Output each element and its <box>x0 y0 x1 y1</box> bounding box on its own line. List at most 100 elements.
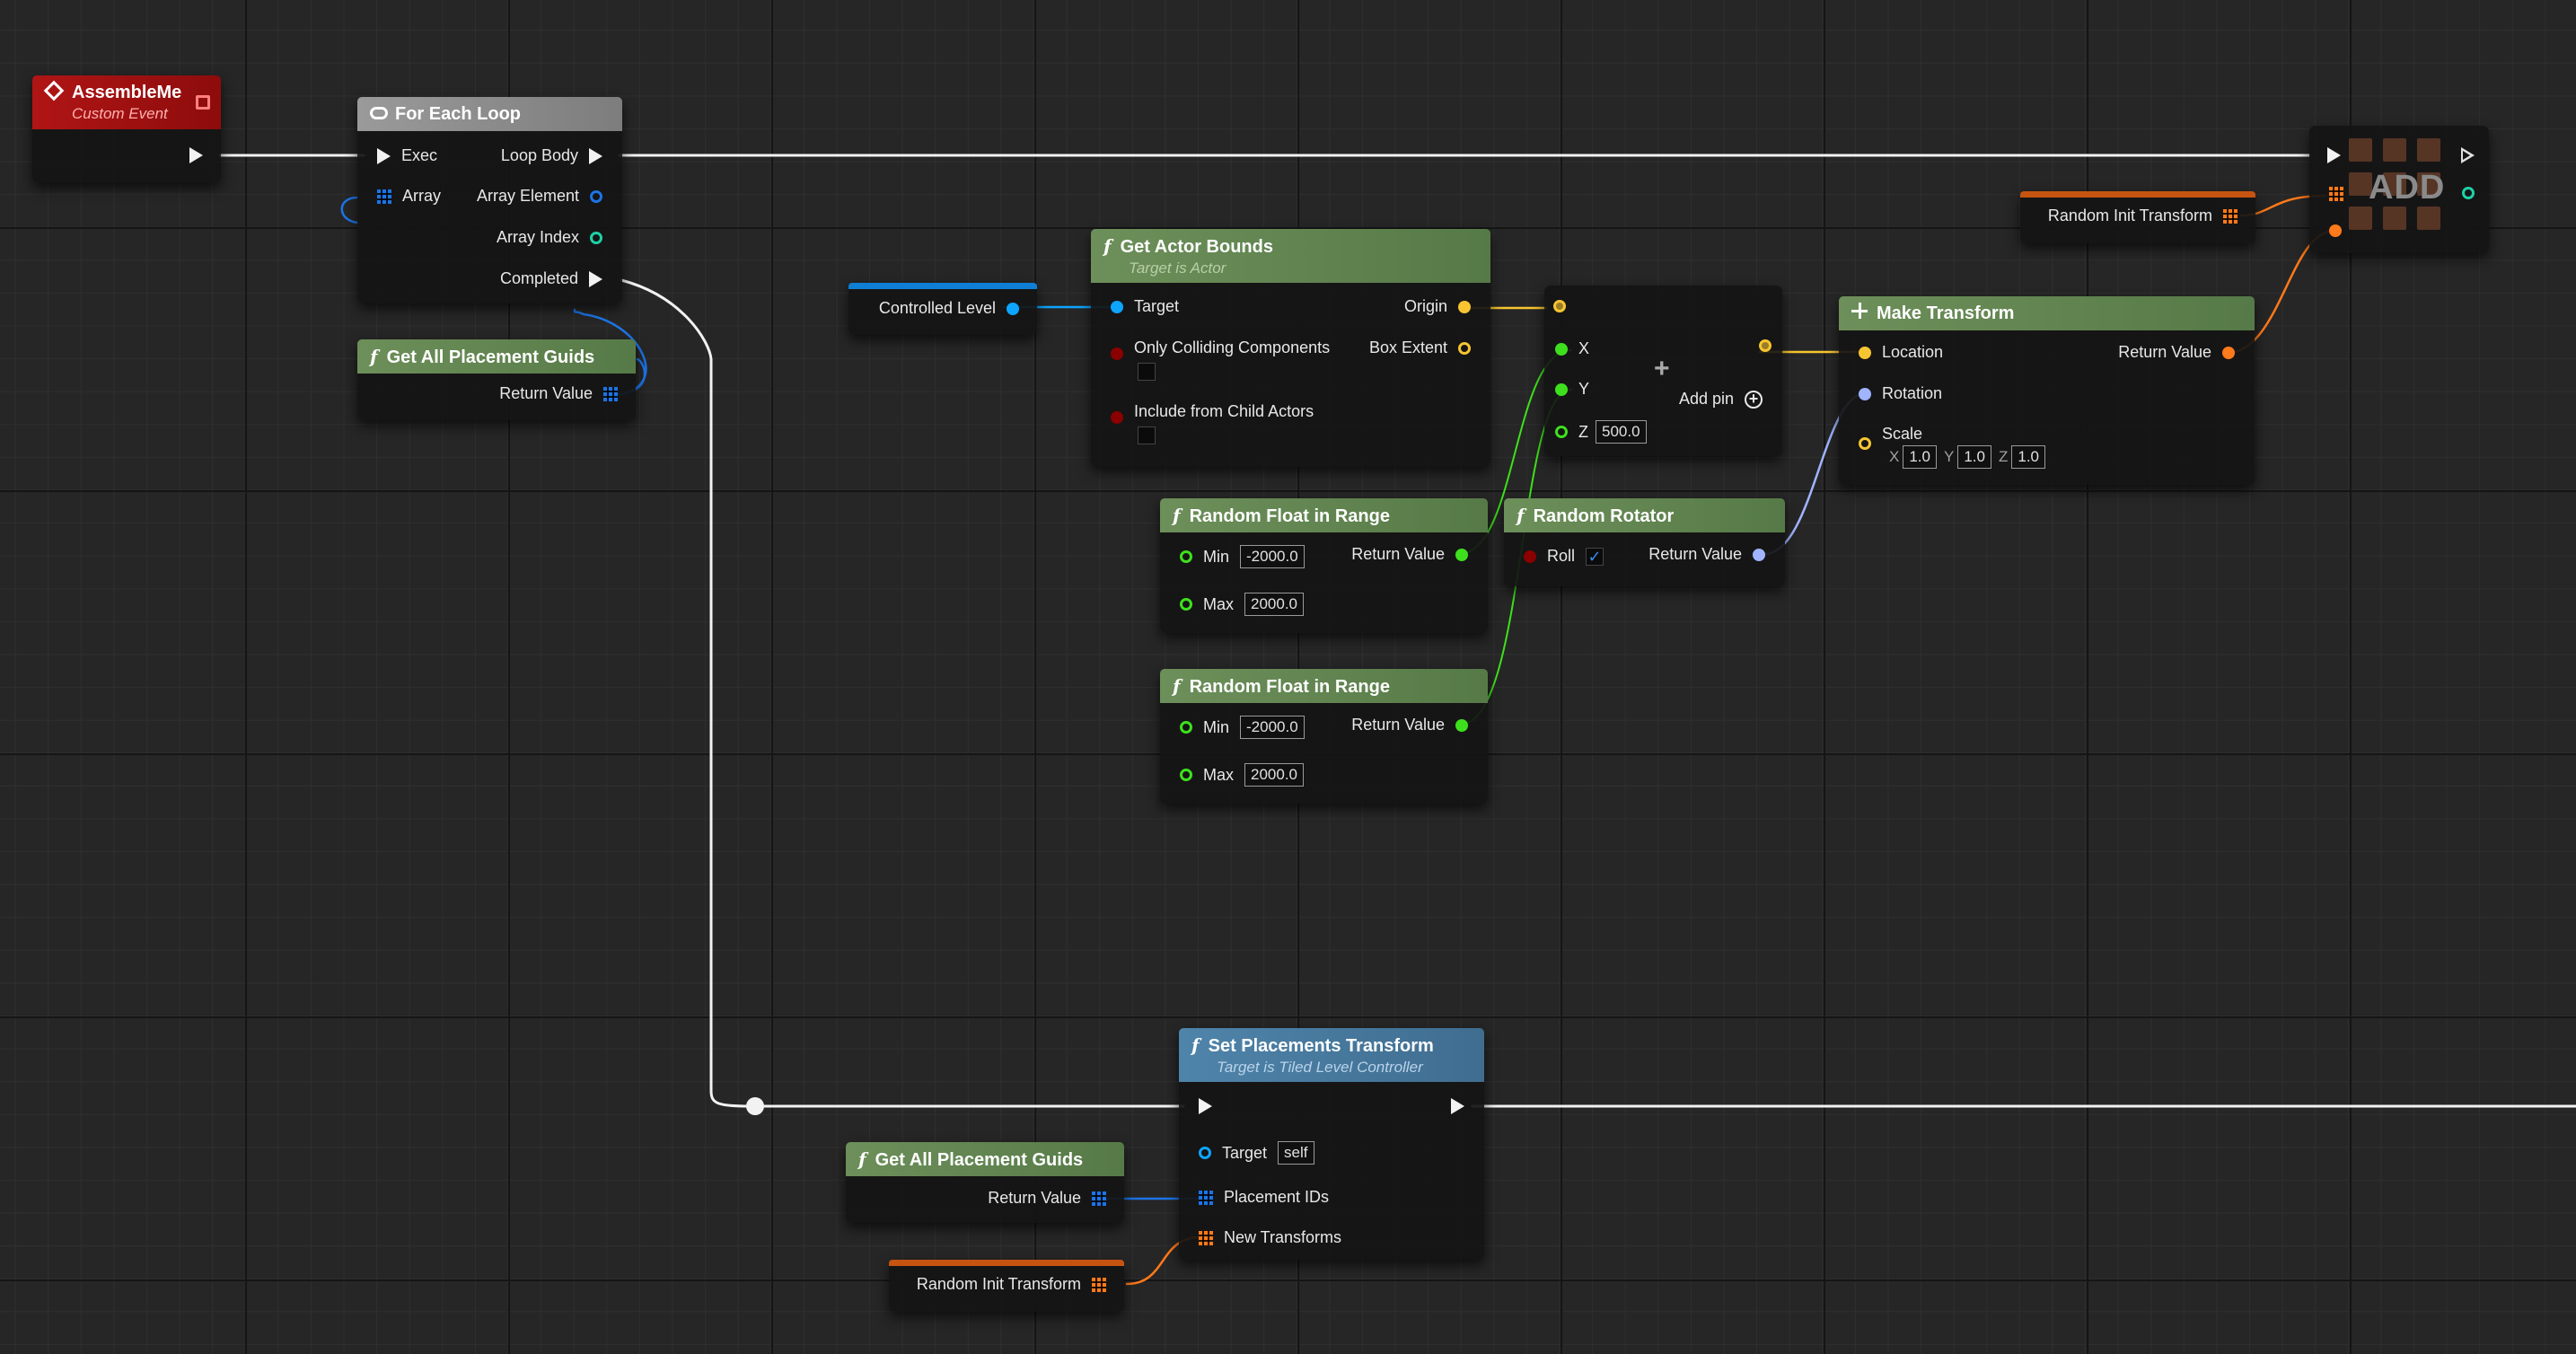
float-pin-icon <box>1555 426 1568 438</box>
custom-event-node[interactable]: AssembleMe Custom Event <box>32 75 221 183</box>
vector-add-in-a[interactable] <box>1553 300 1566 312</box>
actor-bounds-target-in[interactable]: Target <box>1111 297 1179 316</box>
array-pin-icon <box>1199 1190 1213 1205</box>
random-float-2-max-in[interactable]: Max 2000.0 <box>1180 763 1305 787</box>
random-float-2-max-label: Max <box>1203 765 1235 784</box>
scale-y-value[interactable]: 1.0 <box>1957 445 1991 469</box>
roll-checkbox[interactable]: ✓ <box>1586 547 1605 566</box>
scale-x-value[interactable]: 1.0 <box>1903 445 1937 469</box>
make-transform-return[interactable]: Return Value <box>2118 343 2235 362</box>
actor-bounds-box-extent-out[interactable]: Box Extent <box>1369 338 1471 357</box>
vector-add-node[interactable]: X Y Z 500.0 + Add pin+ <box>1544 286 1782 456</box>
array-add-exec-in[interactable] <box>2327 147 2341 163</box>
set-placements-target-value[interactable]: self <box>1278 1141 1314 1165</box>
array-pin-icon <box>2329 187 2343 201</box>
make-transform-node[interactable]: Make Transform Location Rotation Scale X… <box>1839 296 2255 485</box>
array-add-item-in[interactable] <box>2329 224 2342 237</box>
event-exec-out[interactable] <box>189 147 203 163</box>
random-init-transform-bottom-out[interactable]: Random Init Transform <box>917 1275 1106 1294</box>
controlled-level-variable[interactable]: Controlled Level <box>848 283 1037 335</box>
random-float-2-return-label: Return Value <box>1351 716 1445 734</box>
plus-icon: + <box>1654 354 1670 383</box>
random-init-transform-top-variable[interactable]: Random Init Transform <box>2020 191 2255 243</box>
vector-z-label: Z <box>1578 422 1588 441</box>
vector-add-out[interactable] <box>1759 339 1772 352</box>
reroute-node[interactable] <box>746 1097 764 1115</box>
array-pin-icon <box>1092 1191 1106 1206</box>
set-placements-exec-in[interactable] <box>1199 1098 1212 1114</box>
loop-array-in[interactable]: Array <box>377 187 441 206</box>
set-placements-transforms-in[interactable]: New Transforms <box>1199 1228 1341 1247</box>
variable-color-bar <box>848 283 1037 289</box>
loop-completed-out[interactable]: Completed <box>500 269 602 288</box>
only-colliding-in[interactable]: Only Colliding Components <box>1111 338 1330 385</box>
bool-pin-icon <box>1524 550 1536 563</box>
random-float-1-min-value[interactable]: -2000.0 <box>1240 545 1305 568</box>
guids-top-return[interactable]: Return Value <box>499 384 618 403</box>
controlled-level-out[interactable]: Controlled Level <box>879 299 1019 318</box>
set-placements-ids-in[interactable]: Placement IDs <box>1199 1188 1329 1207</box>
loop-array-element-out[interactable]: Array Element <box>477 187 602 206</box>
random-float-1-return[interactable]: Return Value <box>1351 545 1468 564</box>
array-add-index-out[interactable] <box>2462 187 2475 199</box>
only-colliding-checkbox[interactable] <box>1138 363 1156 381</box>
vector-y-in[interactable]: Y <box>1555 380 1589 399</box>
set-placements-subtitle: Target is Tiled Level Controller <box>1217 1058 1423 1076</box>
int-pin-icon <box>590 231 602 244</box>
loop-icon <box>370 106 388 119</box>
random-float-2-min-in[interactable]: Min-2000.0 <box>1180 716 1305 739</box>
include-child-checkbox[interactable] <box>1138 426 1156 444</box>
vector-x-in[interactable]: X <box>1555 339 1589 358</box>
for-each-loop-node[interactable]: For Each Loop Exec Array Loop Body Array… <box>357 97 622 303</box>
vector-z-value[interactable]: 500.0 <box>1596 420 1647 444</box>
random-rotator-roll-in[interactable]: Roll✓ <box>1524 547 1605 566</box>
set-placements-exec-out[interactable] <box>1451 1098 1464 1114</box>
scale-z-value[interactable]: 1.0 <box>2011 445 2045 469</box>
actor-bounds-title: Get Actor Bounds <box>1120 236 1273 257</box>
make-transform-rotation-in[interactable]: Rotation <box>1859 384 1942 403</box>
exec-in-icon <box>2327 147 2341 163</box>
random-float-2-max-value[interactable]: 2000.0 <box>1244 763 1305 787</box>
array-icon-cell <box>2383 207 2406 230</box>
only-colliding-label: Only Colliding Components <box>1134 338 1331 356</box>
random-init-transform-top-out[interactable]: Random Init Transform <box>2048 207 2238 225</box>
array-icon-cell <box>2417 138 2440 162</box>
random-float-1-min-in[interactable]: Min-2000.0 <box>1180 545 1305 568</box>
array-add-target-in[interactable] <box>2329 187 2343 201</box>
delegate-pin-icon[interactable] <box>196 95 210 110</box>
controlled-level-label: Controlled Level <box>878 299 996 317</box>
array-add-node[interactable]: ADD <box>2309 126 2489 253</box>
array-pin-icon <box>1199 1230 1213 1245</box>
random-rotator-return[interactable]: Return Value <box>1648 545 1765 564</box>
loop-array-index-out[interactable]: Array Index <box>497 228 602 247</box>
add-pin-button[interactable]: Add pin+ <box>1679 390 1763 409</box>
random-float-2-title: Random Float in Range <box>1189 676 1390 697</box>
include-child-in[interactable]: Include from Child Actors <box>1111 402 1314 449</box>
loop-body-out[interactable]: Loop Body <box>501 146 602 165</box>
vector-z-in[interactable]: Z 500.0 <box>1555 420 1647 444</box>
random-float-1-return-label: Return Value <box>1351 545 1445 563</box>
random-float-1-max-value[interactable]: 2000.0 <box>1244 593 1305 616</box>
random-float-2-return[interactable]: Return Value <box>1351 716 1468 734</box>
guids-bottom-return[interactable]: Return Value <box>988 1189 1106 1208</box>
random-init-transform-bottom-variable[interactable]: Random Init Transform <box>889 1260 1124 1312</box>
random-float-2-min-value[interactable]: -2000.0 <box>1240 716 1305 739</box>
make-transform-location-in[interactable]: Location <box>1859 343 1943 362</box>
array-add-exec-out[interactable] <box>2461 147 2475 163</box>
loop-body-label: Loop Body <box>500 146 578 164</box>
event-title-row: AssembleMe <box>43 80 208 103</box>
loop-exec-in[interactable]: Exec <box>377 146 437 165</box>
actor-bounds-origin-out[interactable]: Origin <box>1404 297 1471 316</box>
variable-color-bar <box>2020 191 2255 198</box>
scale-label: Scale <box>1882 425 1923 443</box>
